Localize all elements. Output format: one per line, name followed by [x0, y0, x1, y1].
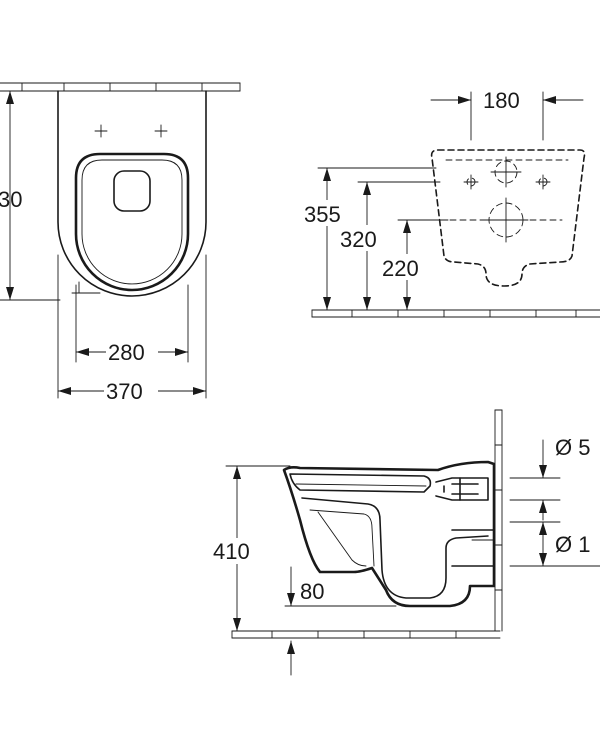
rear-view-bolt-spacing-dimension: 180 [430, 88, 584, 141]
top-view-rim-width-label: 280 [108, 340, 145, 365]
rear-view-height-320-dimension: 320 [338, 181, 388, 311]
side-view-80-label: 80 [300, 579, 324, 604]
rear-view-bolt-holes [463, 174, 551, 190]
rear-view-bolt-spacing-label: 180 [483, 88, 520, 113]
side-view-trap [301, 497, 489, 599]
side-view-inlet-diameter-dimension: Ø 5 [509, 435, 590, 521]
top-view-bolt-marks [94, 124, 168, 138]
rear-view-height-355-label: 355 [304, 202, 341, 227]
top-view-flush-opening [113, 170, 151, 212]
rear-view-floor [311, 309, 600, 318]
rear-view-height-220-dimension: 220 [380, 219, 432, 311]
rear-view-height-220-label: 220 [382, 256, 419, 281]
side-view-inlet-fitting [435, 477, 489, 501]
rear-view-height-320-label: 320 [340, 227, 377, 252]
side-view-80-dimension: 80 [284, 566, 397, 676]
rear-view-height-355-dimension: 355 [302, 167, 352, 311]
top-view-bowl-outline [57, 90, 207, 297]
side-view-outlet-diameter-dimension: Ø 1 [509, 521, 600, 567]
top-view-total-width-dimension: 370 [57, 254, 207, 404]
side-view-wall [494, 409, 503, 632]
side-view-height-dimension: 410 [212, 465, 291, 632]
side-view-height-label: 410 [213, 539, 250, 564]
side-view-floor [231, 630, 501, 639]
top-view: 30 280 370 [0, 82, 241, 404]
side-view: 410 80 Ø 5 Ø 1 [212, 409, 600, 676]
side-view-bowl-outline [282, 460, 496, 608]
rear-view-inlet [490, 156, 522, 188]
side-view-seat [289, 473, 432, 493]
top-view-total-width-label: 370 [106, 379, 143, 404]
rear-view: 180 35 [302, 88, 600, 318]
top-view-length-dimension: 30 [0, 90, 61, 301]
top-view-wall [0, 82, 241, 92]
top-view-rim-width-dimension: 280 [75, 284, 189, 365]
rear-view-outline [430, 149, 586, 287]
top-view-rim-inner [81, 159, 183, 285]
top-view-length-label: 30 [0, 187, 22, 212]
side-view-outlet-pipe [451, 529, 495, 567]
side-view-inlet-diameter-label: Ø 5 [555, 435, 590, 460]
side-view-outlet-diameter-label: Ø 1 [555, 532, 590, 557]
top-view-rim [74, 152, 190, 292]
